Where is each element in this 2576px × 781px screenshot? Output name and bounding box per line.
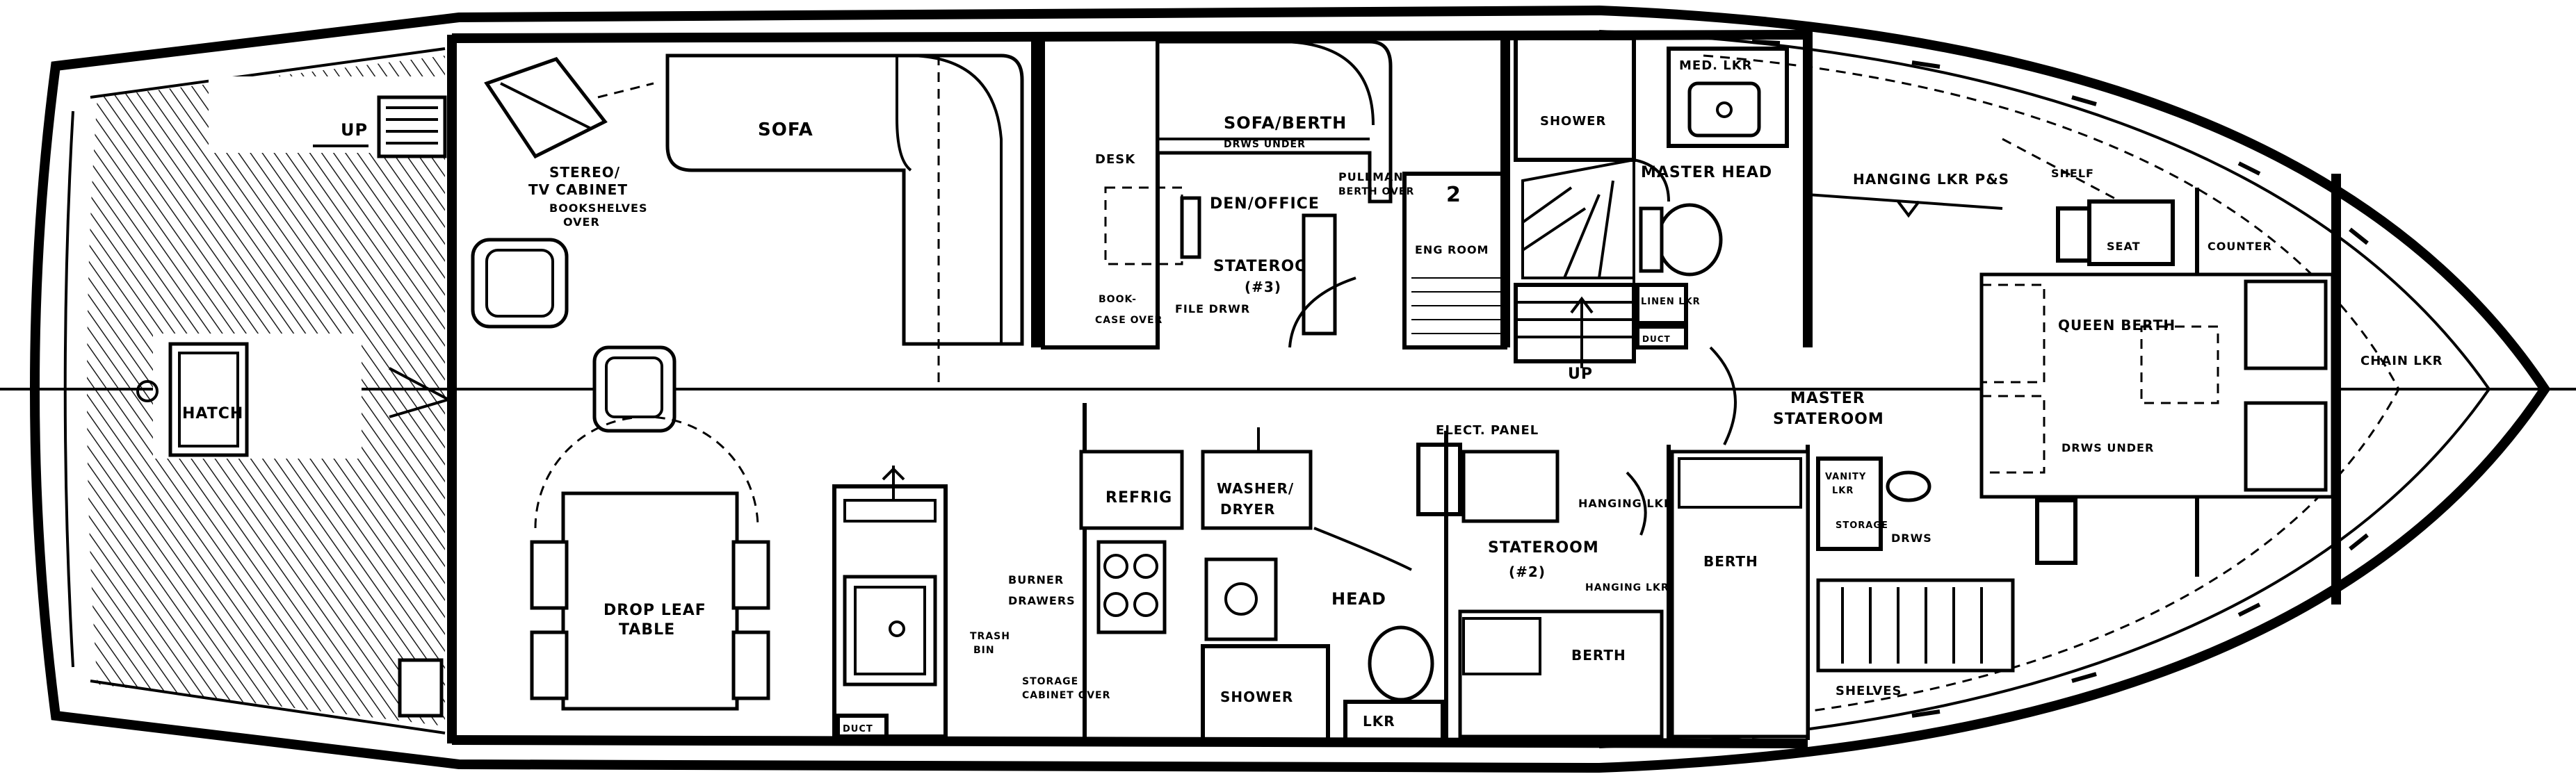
- master-head: SHOWER MED. LKR MASTER HEAD LINEN LKR DU…: [1514, 36, 1789, 350]
- engine-grid: [1411, 277, 1502, 334]
- vanity-label-2: LKR: [1832, 486, 1854, 496]
- book-case-over-label: CASE OVER: [1095, 315, 1163, 326]
- master-toilet[interactable]: [1656, 203, 1723, 277]
- shelves-unit[interactable]: [1816, 578, 2015, 673]
- queen-berth-label: QUEEN BERTH: [2058, 317, 2176, 334]
- stateroom-2-upper-berth[interactable]: [1461, 450, 1560, 523]
- stair-core: ENG ROOM UP: [1402, 158, 1636, 383]
- bookshelves-label: BOOKSHELVES: [549, 202, 647, 215]
- burner-label: BURNER: [1008, 573, 1064, 586]
- duct-label: DUCT: [1642, 334, 1671, 344]
- linen-lkr-label: LINEN LKR: [1641, 297, 1701, 307]
- up-main-label: UP: [1568, 365, 1593, 383]
- shelf-label: SHELF: [2051, 167, 2094, 180]
- head-label: HEAD: [1331, 589, 1386, 609]
- sofa-berth[interactable]: [1156, 40, 1393, 204]
- sofa[interactable]: [665, 54, 1024, 346]
- stove-burners[interactable]: [1096, 540, 1167, 634]
- up-stair-label: UP: [341, 120, 368, 140]
- berth-left-label: BERTH: [1571, 647, 1626, 664]
- stereo-label: STEREO/: [549, 164, 620, 181]
- sofa-label: SOFA: [758, 120, 813, 140]
- drws-under-label: DRWS UNDER: [1224, 139, 1306, 150]
- drop-leaf-label-1: DROP LEAF: [604, 602, 706, 619]
- master-stateroom-label-2: STATEROOM: [1773, 411, 1884, 428]
- master-stateroom: HANGING LKR P&S SHELF SEAT COUNTER QUEEN…: [1709, 138, 2443, 499]
- shower-lower-label: SHOWER: [1220, 689, 1293, 705]
- head-toilet[interactable]: [1368, 625, 1434, 702]
- galley-sink[interactable]: [843, 575, 937, 687]
- queen-drws-label: DRWS UNDER: [2061, 441, 2154, 454]
- hatch-label: HATCH: [182, 405, 243, 422]
- storage-cabinet-label: STORAGE: [1022, 676, 1078, 687]
- bin-label: BIN: [973, 645, 995, 656]
- salon: SOFA STEREO/ TV CABINET BOOKSHELVES OVER: [471, 54, 1024, 711]
- stateroom-2: ELECT. PANEL HANGING LKR STATEROOM (#2) …: [1416, 423, 1810, 739]
- counter-label: COUNTER: [2208, 240, 2272, 253]
- cabinet-over-label: CABINET OVER: [1022, 690, 1110, 701]
- pullman-label: PULLMAN: [1338, 170, 1404, 183]
- pullman-berth-label: BERTH OVER: [1338, 186, 1414, 197]
- pullman-mark: 2: [1446, 183, 1461, 207]
- book-case-label: BOOK-: [1099, 294, 1137, 305]
- master-sink[interactable]: [1687, 81, 1761, 138]
- den-office: DESK SOFA/BERTH DRWS UNDER DEN/OFFICE ST…: [1041, 36, 1461, 350]
- guest-head: WASHER/ DRYER HEAD SHOWER LKR: [1201, 427, 1445, 742]
- master-head-label: MASTER HEAD: [1641, 164, 1772, 181]
- aft-stairs[interactable]: UP: [313, 95, 447, 158]
- engine-room-label: ENG ROOM: [1415, 243, 1489, 256]
- drop-leaf-label-2: TABLE: [619, 621, 675, 639]
- den-office-label: DEN/OFFICE: [1210, 195, 1320, 213]
- stateroom-2-side-berth[interactable]: [1670, 450, 1810, 739]
- stereo-cabinet[interactable]: [484, 57, 654, 159]
- refrigerator[interactable]: [1079, 450, 1184, 530]
- lkr-label: LKR: [1363, 713, 1395, 730]
- stateroom-3-number: (#3): [1245, 279, 1281, 295]
- storage-label: STORAGE: [1836, 520, 1888, 531]
- hanging-lkr-2-label: HANGING LKR: [1578, 497, 1673, 510]
- drawers-label: DRAWERS: [1008, 594, 1076, 607]
- chain-lkr-label: CHAIN LKR: [2360, 354, 2443, 368]
- shower-upper-label: SHOWER: [1540, 114, 1606, 129]
- aft-deck: HATCH UP: [87, 56, 449, 726]
- hanging-lkr-under-label: HANGING LKR: [1585, 582, 1669, 593]
- med-lkr-label: MED. LKR: [1679, 58, 1753, 73]
- master-stateroom-label-1: MASTER: [1790, 390, 1865, 407]
- queen-berth[interactable]: [1979, 272, 2335, 499]
- drws-right-label: DRWS: [1891, 532, 1932, 545]
- drop-leaf-table[interactable]: [530, 416, 770, 711]
- galley: REFRIG BURNER DRAWERS TRASH BIN STORAGE …: [832, 450, 1184, 742]
- shelves-label: SHELVES: [1836, 684, 1902, 698]
- stateroom-2-label: STATEROOM: [1488, 539, 1599, 557]
- spiral-stairs[interactable]: [1521, 158, 1635, 279]
- salon-armchair-1[interactable]: [471, 238, 569, 329]
- salon-armchair-2[interactable]: [592, 345, 677, 433]
- berth-right-label: BERTH: [1703, 553, 1758, 570]
- hanging-lkr-label: HANGING LKR P&S: [1853, 171, 2009, 188]
- head-sink[interactable]: [1204, 557, 1278, 641]
- file-drwr-label: FILE DRWR: [1175, 302, 1250, 315]
- bookshelves-over-label: OVER: [563, 215, 600, 229]
- elect-panel-label: ELECT. PANEL: [1436, 423, 1539, 438]
- main-stairs[interactable]: UP: [1514, 283, 1636, 383]
- desk-label: DESK: [1095, 152, 1135, 167]
- trash-label: TRASH: [970, 631, 1010, 642]
- sofa-berth-label: SOFA/BERTH: [1224, 113, 1347, 133]
- forward-storage: VANITY LKR DRWS STORAGE SHELVES: [1816, 457, 2077, 698]
- vanity-label-1: VANITY: [1825, 472, 1866, 482]
- duct-lower-label: DUCT: [843, 724, 873, 734]
- washer-dryer[interactable]: [1201, 450, 1313, 530]
- tv-cabinet-label: TV CABINET: [528, 181, 628, 198]
- refrig-label: REFRIG: [1105, 489, 1172, 507]
- hatch-cover[interactable]: [168, 342, 249, 457]
- stateroom-2-number: (#2): [1509, 564, 1546, 580]
- seat-label: SEAT: [2107, 240, 2141, 253]
- dryer-label: DRYER: [1220, 501, 1275, 518]
- washer-label: WASHER/: [1217, 480, 1294, 497]
